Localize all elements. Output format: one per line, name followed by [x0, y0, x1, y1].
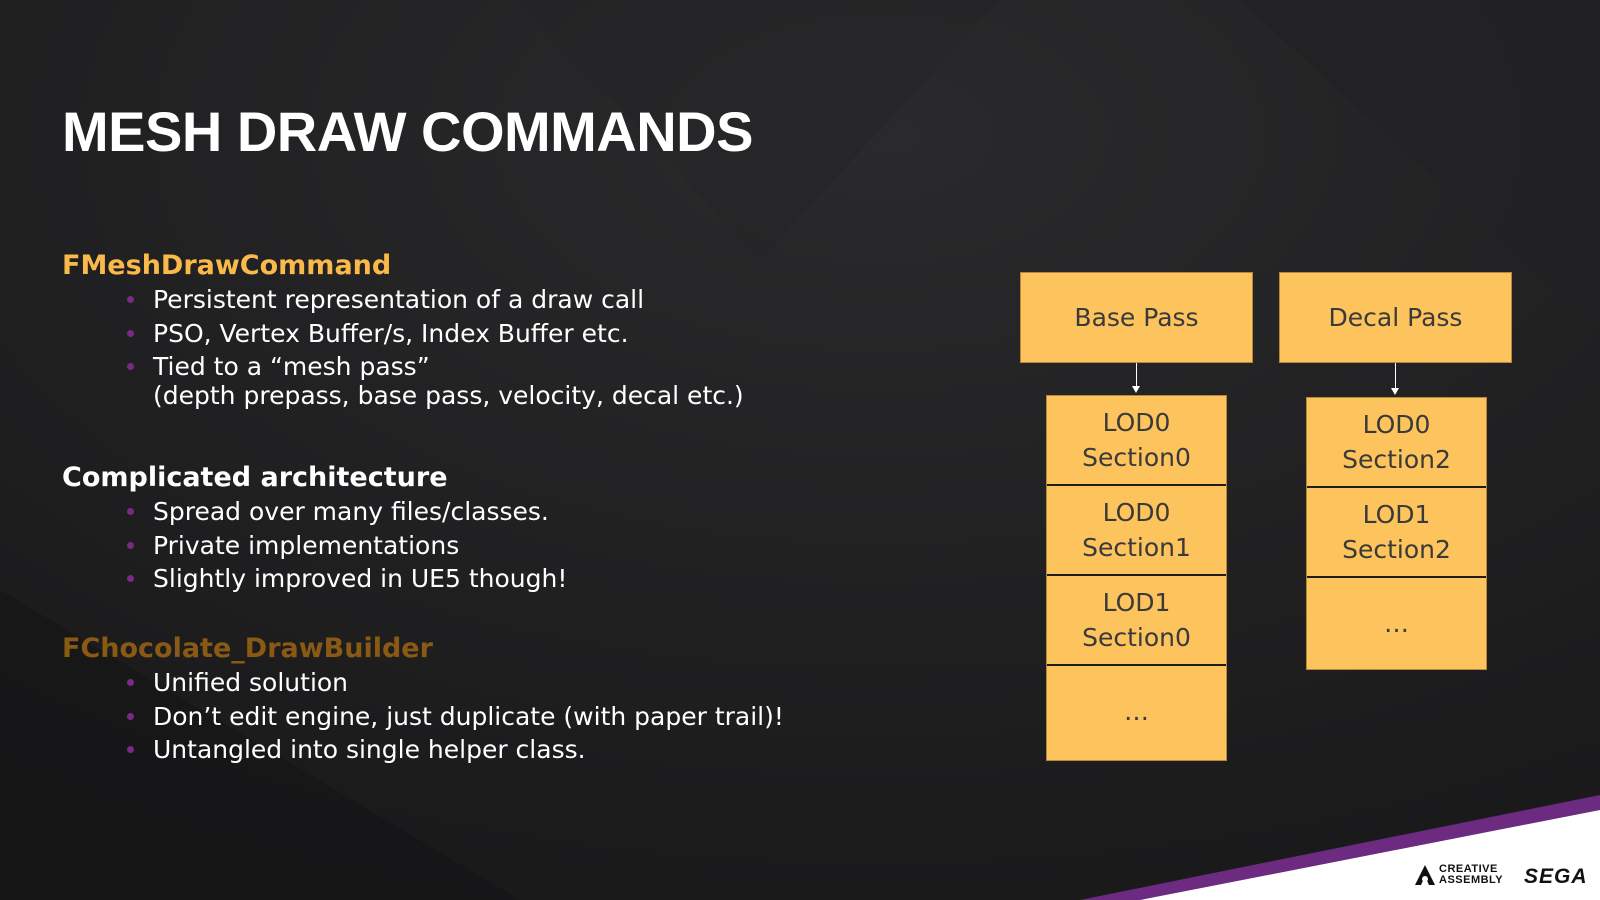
section-complicated-architecture: Complicated architecture Spread over man… — [62, 461, 567, 596]
cell-section: Section2 — [1342, 535, 1451, 564]
section-fmeshdrawcommand: FMeshDrawCommand Persistent representati… — [62, 249, 744, 408]
cell-lod: LOD1 — [1362, 500, 1431, 529]
draw-command-cell: LOD1 Section0 — [1047, 576, 1226, 666]
draw-command-cell: LOD0 Section0 — [1047, 396, 1226, 486]
cell-lod: LOD0 — [1362, 410, 1431, 439]
creative-assembly-logo: CREATIVE ASSEMBLY — [1414, 864, 1503, 886]
bullet-list: Spread over many files/classes. Private … — [62, 495, 567, 596]
bullet-list: Persistent representation of a draw call… — [62, 283, 744, 408]
section-heading: FMeshDrawCommand — [62, 250, 392, 281]
bullet-item: Persistent representation of a draw call — [127, 283, 744, 317]
cell-section: Section2 — [1342, 445, 1451, 474]
cell-lod: LOD0 — [1102, 498, 1171, 527]
slide-title: MESH DRAW COMMANDS — [62, 100, 753, 163]
decal-pass-arrow — [1391, 363, 1399, 395]
sega-logo: SEGA — [1524, 865, 1588, 888]
cell-section: Section0 — [1082, 623, 1191, 652]
bullet-item: Don’t edit engine, just duplicate (with … — [127, 700, 784, 734]
bullet-item: Tied to a “mesh pass” (depth prepass, ba… — [127, 350, 744, 410]
bullet-item: Untangled into single helper class. — [127, 733, 784, 767]
section-fchocolate-drawbuilder: FChocolate_DrawBuilder Unified solution … — [62, 632, 784, 767]
base-pass-arrow — [1132, 363, 1140, 393]
white-corner — [1140, 810, 1600, 900]
draw-command-cell: LOD1 Section2 — [1307, 488, 1486, 578]
purple-stripe — [1080, 795, 1600, 900]
cell-ellipsis: … — [1124, 696, 1149, 726]
decal-pass-box: Decal Pass — [1279, 272, 1512, 363]
bullet-subline: (depth prepass, base pass, velocity, dec… — [153, 380, 744, 410]
section-heading: FChocolate_DrawBuilder — [62, 633, 433, 664]
creative-assembly-line1: CREATIVE — [1439, 863, 1498, 875]
bullet-item: Spread over many files/classes. — [126, 495, 567, 529]
base-pass-box: Base Pass — [1020, 272, 1253, 363]
cell-lod: LOD0 — [1102, 408, 1171, 437]
base-pass-stack: LOD0 Section0 LOD0 Section1 LOD1 Section… — [1046, 395, 1227, 761]
draw-command-cell: LOD0 Section2 — [1307, 398, 1486, 488]
cell-section: Section0 — [1082, 443, 1191, 472]
cell-section: Section1 — [1082, 533, 1191, 562]
bullet-item: Private implementations — [126, 529, 567, 563]
bullet-list: Unified solution Don’t edit engine, just… — [62, 666, 784, 767]
creative-assembly-line2: ASSEMBLY — [1439, 874, 1504, 886]
cell-lod: LOD1 — [1102, 588, 1171, 617]
cell-ellipsis: … — [1384, 608, 1409, 638]
section-heading: Complicated architecture — [62, 462, 448, 493]
bullet-item: Unified solution — [127, 666, 784, 700]
draw-command-cell-ellipsis: … — [1307, 578, 1486, 668]
bullet-item: PSO, Vertex Buffer/s, Index Buffer etc. — [127, 317, 744, 351]
draw-command-cell-ellipsis: … — [1047, 666, 1226, 756]
bullet-item: Slightly improved in UE5 though! — [126, 562, 567, 596]
draw-command-cell: LOD0 Section1 — [1047, 486, 1226, 576]
decal-pass-stack: LOD0 Section2 LOD1 Section2 … — [1306, 397, 1487, 670]
creative-assembly-icon — [1415, 865, 1435, 885]
bullet-text: Tied to a “mesh pass” — [153, 352, 430, 381]
